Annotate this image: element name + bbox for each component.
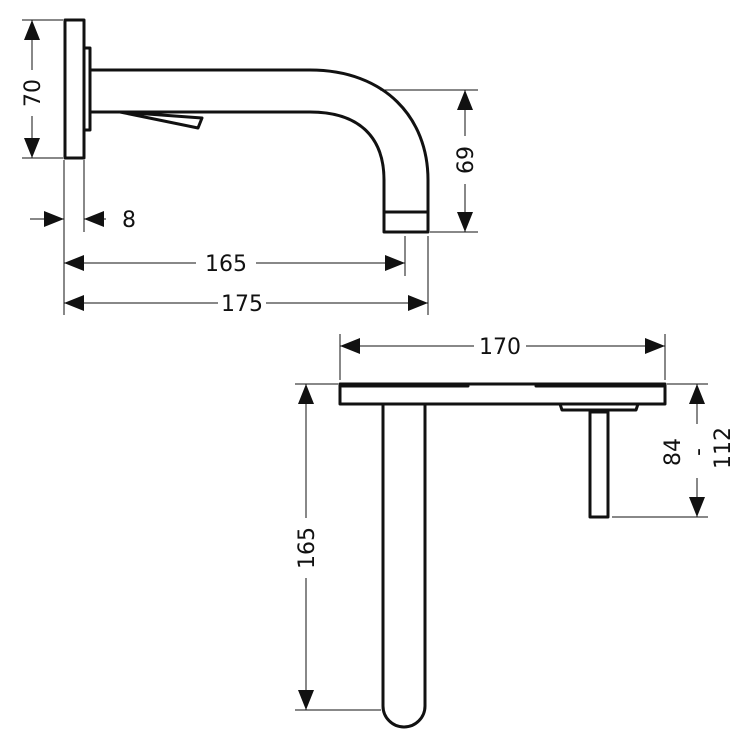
- arrow-up: [298, 384, 314, 404]
- wall-flange: [63, 18, 86, 160]
- dim-label-overall-projection: 175: [221, 292, 263, 317]
- arrow-up: [457, 90, 473, 110]
- arrow-right: [385, 255, 405, 271]
- dim-label-plate-width: 170: [479, 335, 521, 360]
- arrow-left: [84, 211, 104, 227]
- arrow-left: [64, 255, 84, 271]
- dim-plate-width: 170: [339, 334, 666, 380]
- arrow-up: [689, 384, 705, 404]
- arrow-right: [408, 295, 428, 311]
- dim-spout-length: 165: [295, 383, 381, 711]
- top-view: [338, 382, 667, 729]
- arrow-right: [645, 338, 665, 354]
- arrow-down: [689, 497, 705, 517]
- spout-body: [88, 68, 430, 234]
- arrow-left: [64, 295, 84, 311]
- arrow-down: [298, 690, 314, 710]
- dim-label-flange-thickness: 8: [122, 208, 136, 233]
- arrow-right: [44, 211, 64, 227]
- dim-label-spout-drop: 69: [454, 146, 479, 174]
- cover-plate: [338, 382, 667, 406]
- dim-lever-reach: 84 - 112: [612, 383, 736, 518]
- dim-label-lever-separator: -: [686, 448, 711, 456]
- dim-label-lever-min: 84: [661, 438, 686, 466]
- arrow-left: [340, 338, 360, 354]
- dim-flange-thickness: 8: [30, 160, 136, 315]
- dim-label-spout-length: 165: [295, 527, 320, 569]
- dim-flange-height: 70: [21, 19, 63, 159]
- spout-top-view: [381, 402, 427, 729]
- side-view: [63, 18, 430, 234]
- arrow-up: [24, 20, 40, 40]
- dim-projection: 165: [64, 236, 406, 277]
- arrow-down: [24, 138, 40, 158]
- dim-overall-projection: 175: [64, 236, 429, 317]
- lever-handle: [588, 410, 610, 519]
- dim-label-lever-max: 112: [711, 427, 736, 469]
- dim-label-projection: 165: [205, 252, 247, 277]
- dim-spout-drop: 69: [380, 89, 479, 233]
- spout-underside-fin: [118, 110, 204, 130]
- spout-collar: [82, 46, 92, 132]
- dim-label-flange-height: 70: [21, 79, 46, 107]
- arrow-down: [457, 212, 473, 232]
